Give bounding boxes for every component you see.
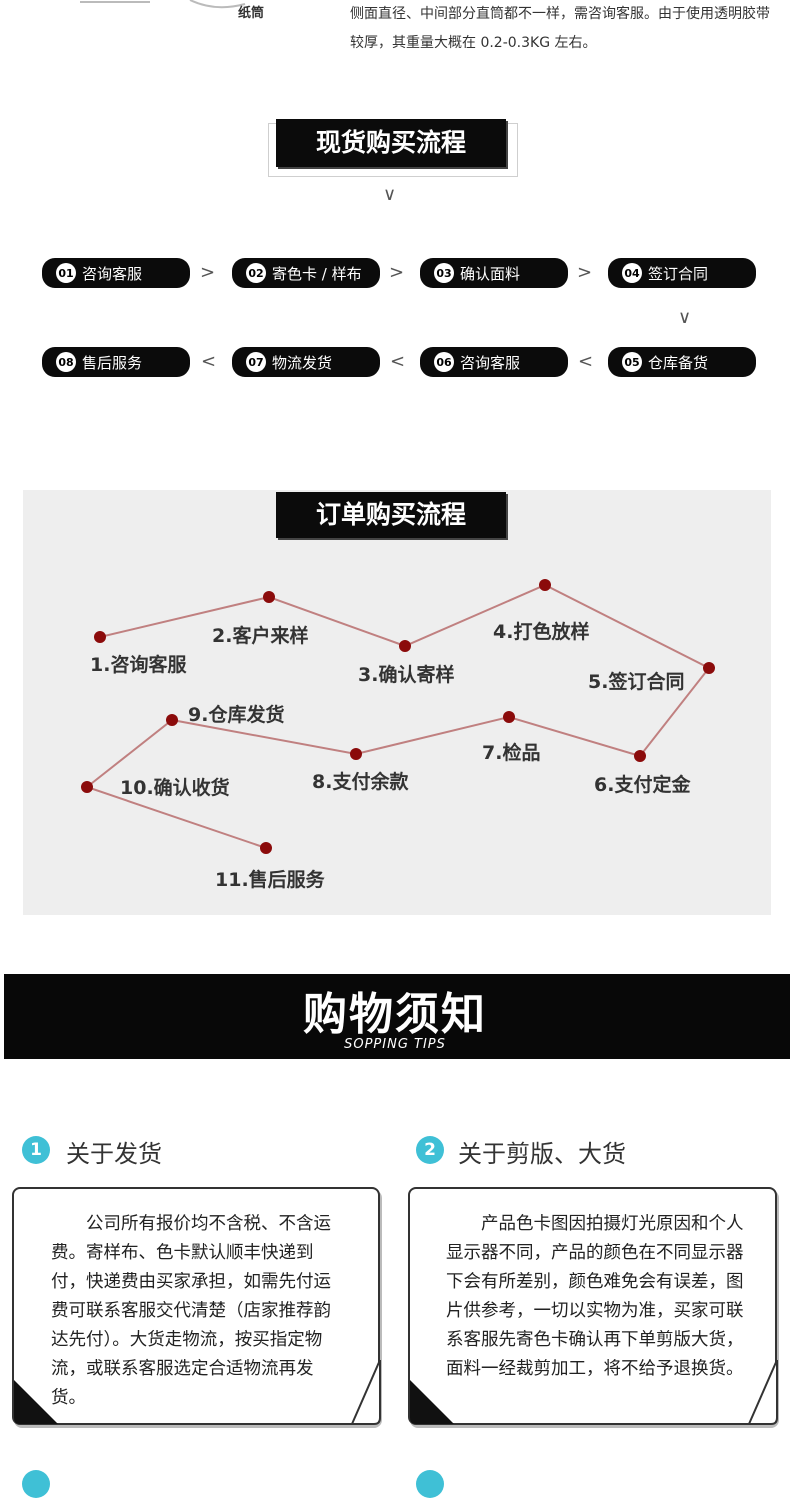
tip-1-heading: 关于发货 — [66, 1140, 162, 1168]
card-corner-decoration — [350, 1360, 381, 1425]
order-step-9: 9.仓库发货 — [188, 704, 285, 726]
tip-number-badge-partial — [416, 1470, 444, 1498]
tip-2-body: 产品色卡图因拍摄灯光原因和个人显示器不同，产品的颜色在不同显示器下会有所差别，颜… — [446, 1214, 744, 1379]
step-number-badge: 02 — [246, 263, 266, 283]
order-step-11: 11.售后服务 — [215, 869, 325, 891]
tip-number-badge-partial — [22, 1470, 50, 1498]
order-step-3: 3.确认寄样 — [358, 664, 455, 686]
order-process-panel — [23, 490, 771, 915]
card-corner-decoration — [410, 1380, 454, 1424]
spot-step-2: 02 寄色卡 / 样布 — [232, 258, 380, 288]
step-number-badge: 06 — [434, 352, 454, 372]
order-step-5: 5.签订合同 — [588, 671, 685, 693]
card-corner-decoration — [14, 1380, 58, 1424]
order-step-6: 6.支付定金 — [594, 774, 691, 796]
paper-tube-sketch — [80, 0, 246, 9]
chevron-down-icon: ∨ — [383, 184, 397, 205]
shopping-tips-subtitle: SOPPING TIPS — [344, 1037, 446, 1052]
arrow-left-icon: < — [578, 351, 594, 372]
spot-process-title: 现货购买流程 — [276, 119, 506, 167]
shopping-tips-banner — [4, 974, 790, 1059]
tip-1-card — [12, 1187, 380, 1425]
tip-2-heading: 关于剪版、大货 — [458, 1140, 626, 1168]
tip-number-badge: 1 — [22, 1136, 50, 1164]
card-corner-decoration — [747, 1360, 778, 1425]
product-weight-description: 侧面直径、中间部分直筒都不一样，需咨询客服。由于使用透明胶带较厚，其重量大概在 … — [350, 6, 770, 51]
step-number-badge: 05 — [622, 352, 642, 372]
spot-step-4: 04 签订合同 — [608, 258, 756, 288]
order-step-7: 7.检品 — [482, 742, 541, 764]
chevron-down-icon: ∨ — [678, 307, 692, 328]
spot-step-5: 05 仓库备货 — [608, 347, 756, 377]
order-step-1: 1.咨询客服 — [90, 654, 187, 676]
spot-step-label: 售后服务 — [82, 353, 143, 372]
arrow-right-icon: > — [200, 262, 216, 283]
tip-2-card — [408, 1187, 777, 1425]
arrow-left-icon: < — [390, 351, 406, 372]
step-number-badge: 04 — [622, 263, 642, 283]
step-number-badge: 01 — [56, 263, 76, 283]
arrow-left-icon: < — [201, 351, 217, 372]
shopping-tips-title: 购物须知 — [303, 989, 487, 1040]
spot-step-8: 08 售后服务 — [42, 347, 190, 377]
spot-step-label: 寄色卡 / 样布 — [272, 264, 362, 283]
spot-step-label: 物流发货 — [272, 353, 333, 372]
arrow-right-icon: > — [577, 262, 593, 283]
tip-number-badge: 2 — [416, 1136, 444, 1164]
order-step-8: 8.支付余款 — [312, 771, 409, 793]
spot-step-label: 签订合同 — [648, 264, 709, 283]
spot-step-1: 01 咨询客服 — [42, 258, 190, 288]
arrow-right-icon: > — [389, 262, 405, 283]
spot-step-label: 咨询客服 — [460, 353, 521, 372]
order-step-4: 4.打色放样 — [493, 621, 590, 643]
spot-step-6: 06 咨询客服 — [420, 347, 568, 377]
paper-tube-label: 纸筒 — [238, 6, 265, 21]
tip-1-body: 公司所有报价均不含税、不含运费。寄样布、色卡默认顺丰快递到付，快递费由买家承担，… — [51, 1214, 331, 1408]
step-number-badge: 07 — [246, 352, 266, 372]
order-step-2: 2.客户来样 — [212, 625, 309, 647]
spot-step-label: 咨询客服 — [82, 264, 143, 283]
spot-step-7: 07 物流发货 — [232, 347, 380, 377]
spot-step-label: 仓库备货 — [648, 353, 709, 372]
step-number-badge: 03 — [434, 263, 454, 283]
step-number-badge: 08 — [56, 352, 76, 372]
spot-step-label: 确认面料 — [460, 264, 521, 283]
spot-step-3: 03 确认面料 — [420, 258, 568, 288]
order-step-10: 10.确认收货 — [120, 777, 230, 799]
order-process-title: 订单购买流程 — [276, 492, 506, 538]
